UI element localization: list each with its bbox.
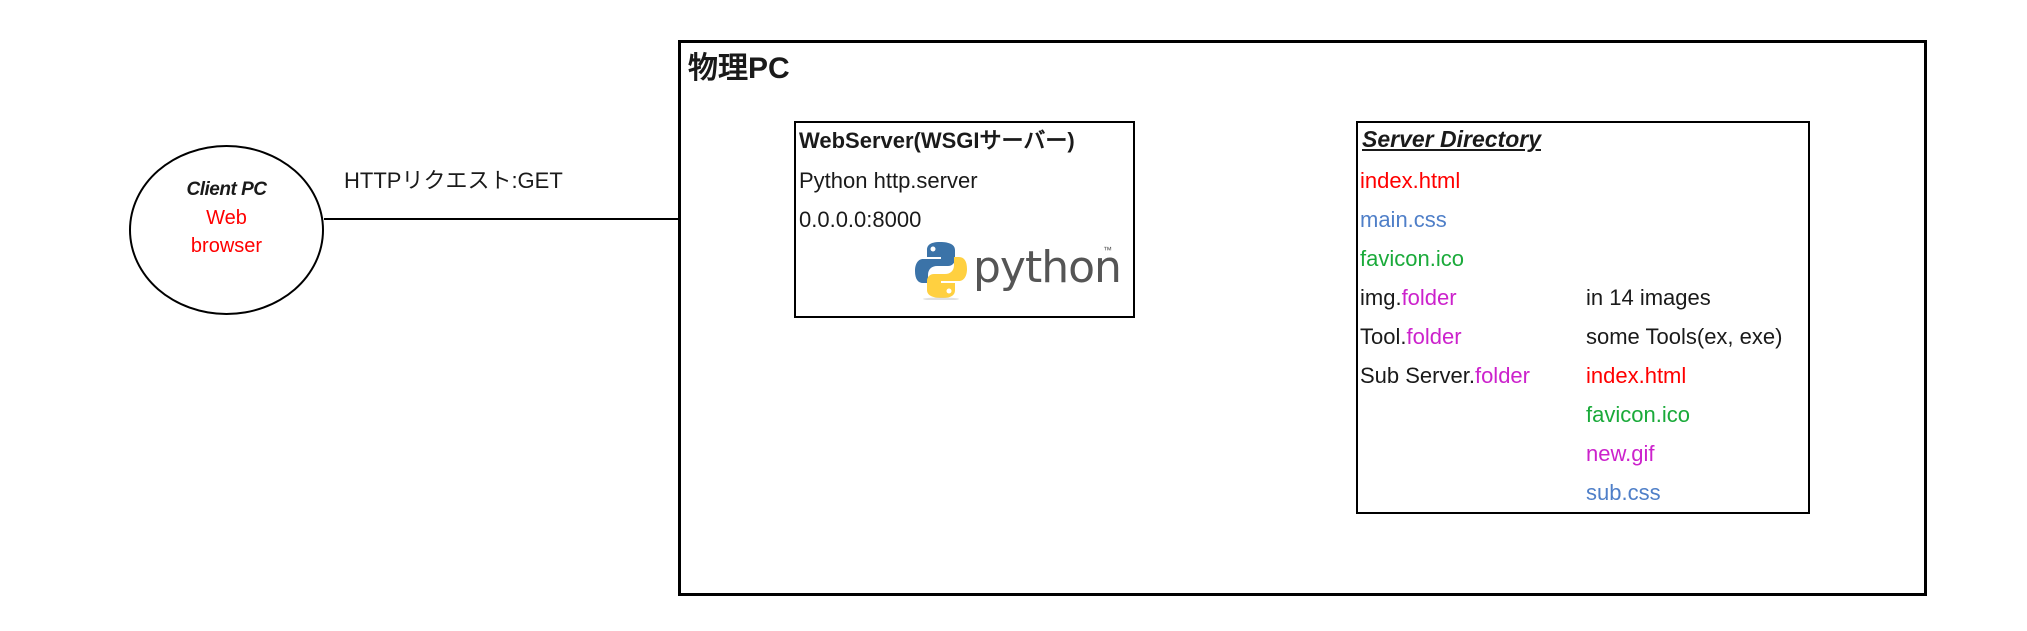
file-favicon-ico: favicon.ico: [1360, 246, 1464, 271]
sub-file-new-gif: new.gif: [1586, 441, 1655, 466]
file-main-css: main.css: [1360, 207, 1447, 232]
folder-img: img.folder: [1360, 287, 1457, 309]
client-web-label: Web: [206, 207, 247, 229]
folder-img-name: img.: [1360, 285, 1402, 310]
python-logo-word: python: [973, 242, 1122, 293]
webserver-box: [794, 121, 1135, 318]
folder-sub-server-suffix: folder: [1474, 363, 1530, 388]
folder-tool: Tool.folder: [1360, 326, 1462, 348]
folder-img-note: in 14 images: [1586, 285, 1711, 310]
python-logo: python ™: [915, 240, 1125, 302]
server-directory-box: [1356, 121, 1810, 514]
webserver-title: WebServer(WSGIサーバー): [799, 128, 1075, 153]
folder-tool-name: Tool.: [1360, 324, 1407, 349]
folder-sub-server-name: Sub Server.: [1360, 363, 1475, 388]
folder-tool-note: some Tools(ex, exe): [1586, 324, 1783, 349]
python-snake-icon: [915, 242, 967, 300]
physical-pc-title: 物理PC: [688, 52, 790, 85]
client-pc-node: [129, 145, 324, 315]
http-request-label: HTTPリクエスト:GET: [344, 168, 563, 193]
sub-file-index-html: index.html: [1586, 363, 1687, 388]
client-browser-label: browser: [190, 235, 263, 257]
server-directory-title: Server Directory: [1362, 126, 1541, 152]
folder-tool-suffix: folder: [1406, 324, 1462, 349]
python-logo-tm: ™: [1103, 245, 1112, 255]
sub-file-sub-css: sub.css: [1586, 480, 1661, 505]
webserver-software: Python http.server: [799, 168, 978, 193]
webserver-address: 0.0.0.0:8000: [799, 207, 922, 232]
client-pc-title: Client PC: [186, 179, 267, 200]
folder-img-suffix: folder: [1401, 285, 1457, 310]
folder-sub-server: Sub Server.folder: [1360, 365, 1530, 387]
sub-file-favicon-ico: favicon.ico: [1586, 402, 1690, 427]
file-index-html: index.html: [1360, 168, 1461, 193]
